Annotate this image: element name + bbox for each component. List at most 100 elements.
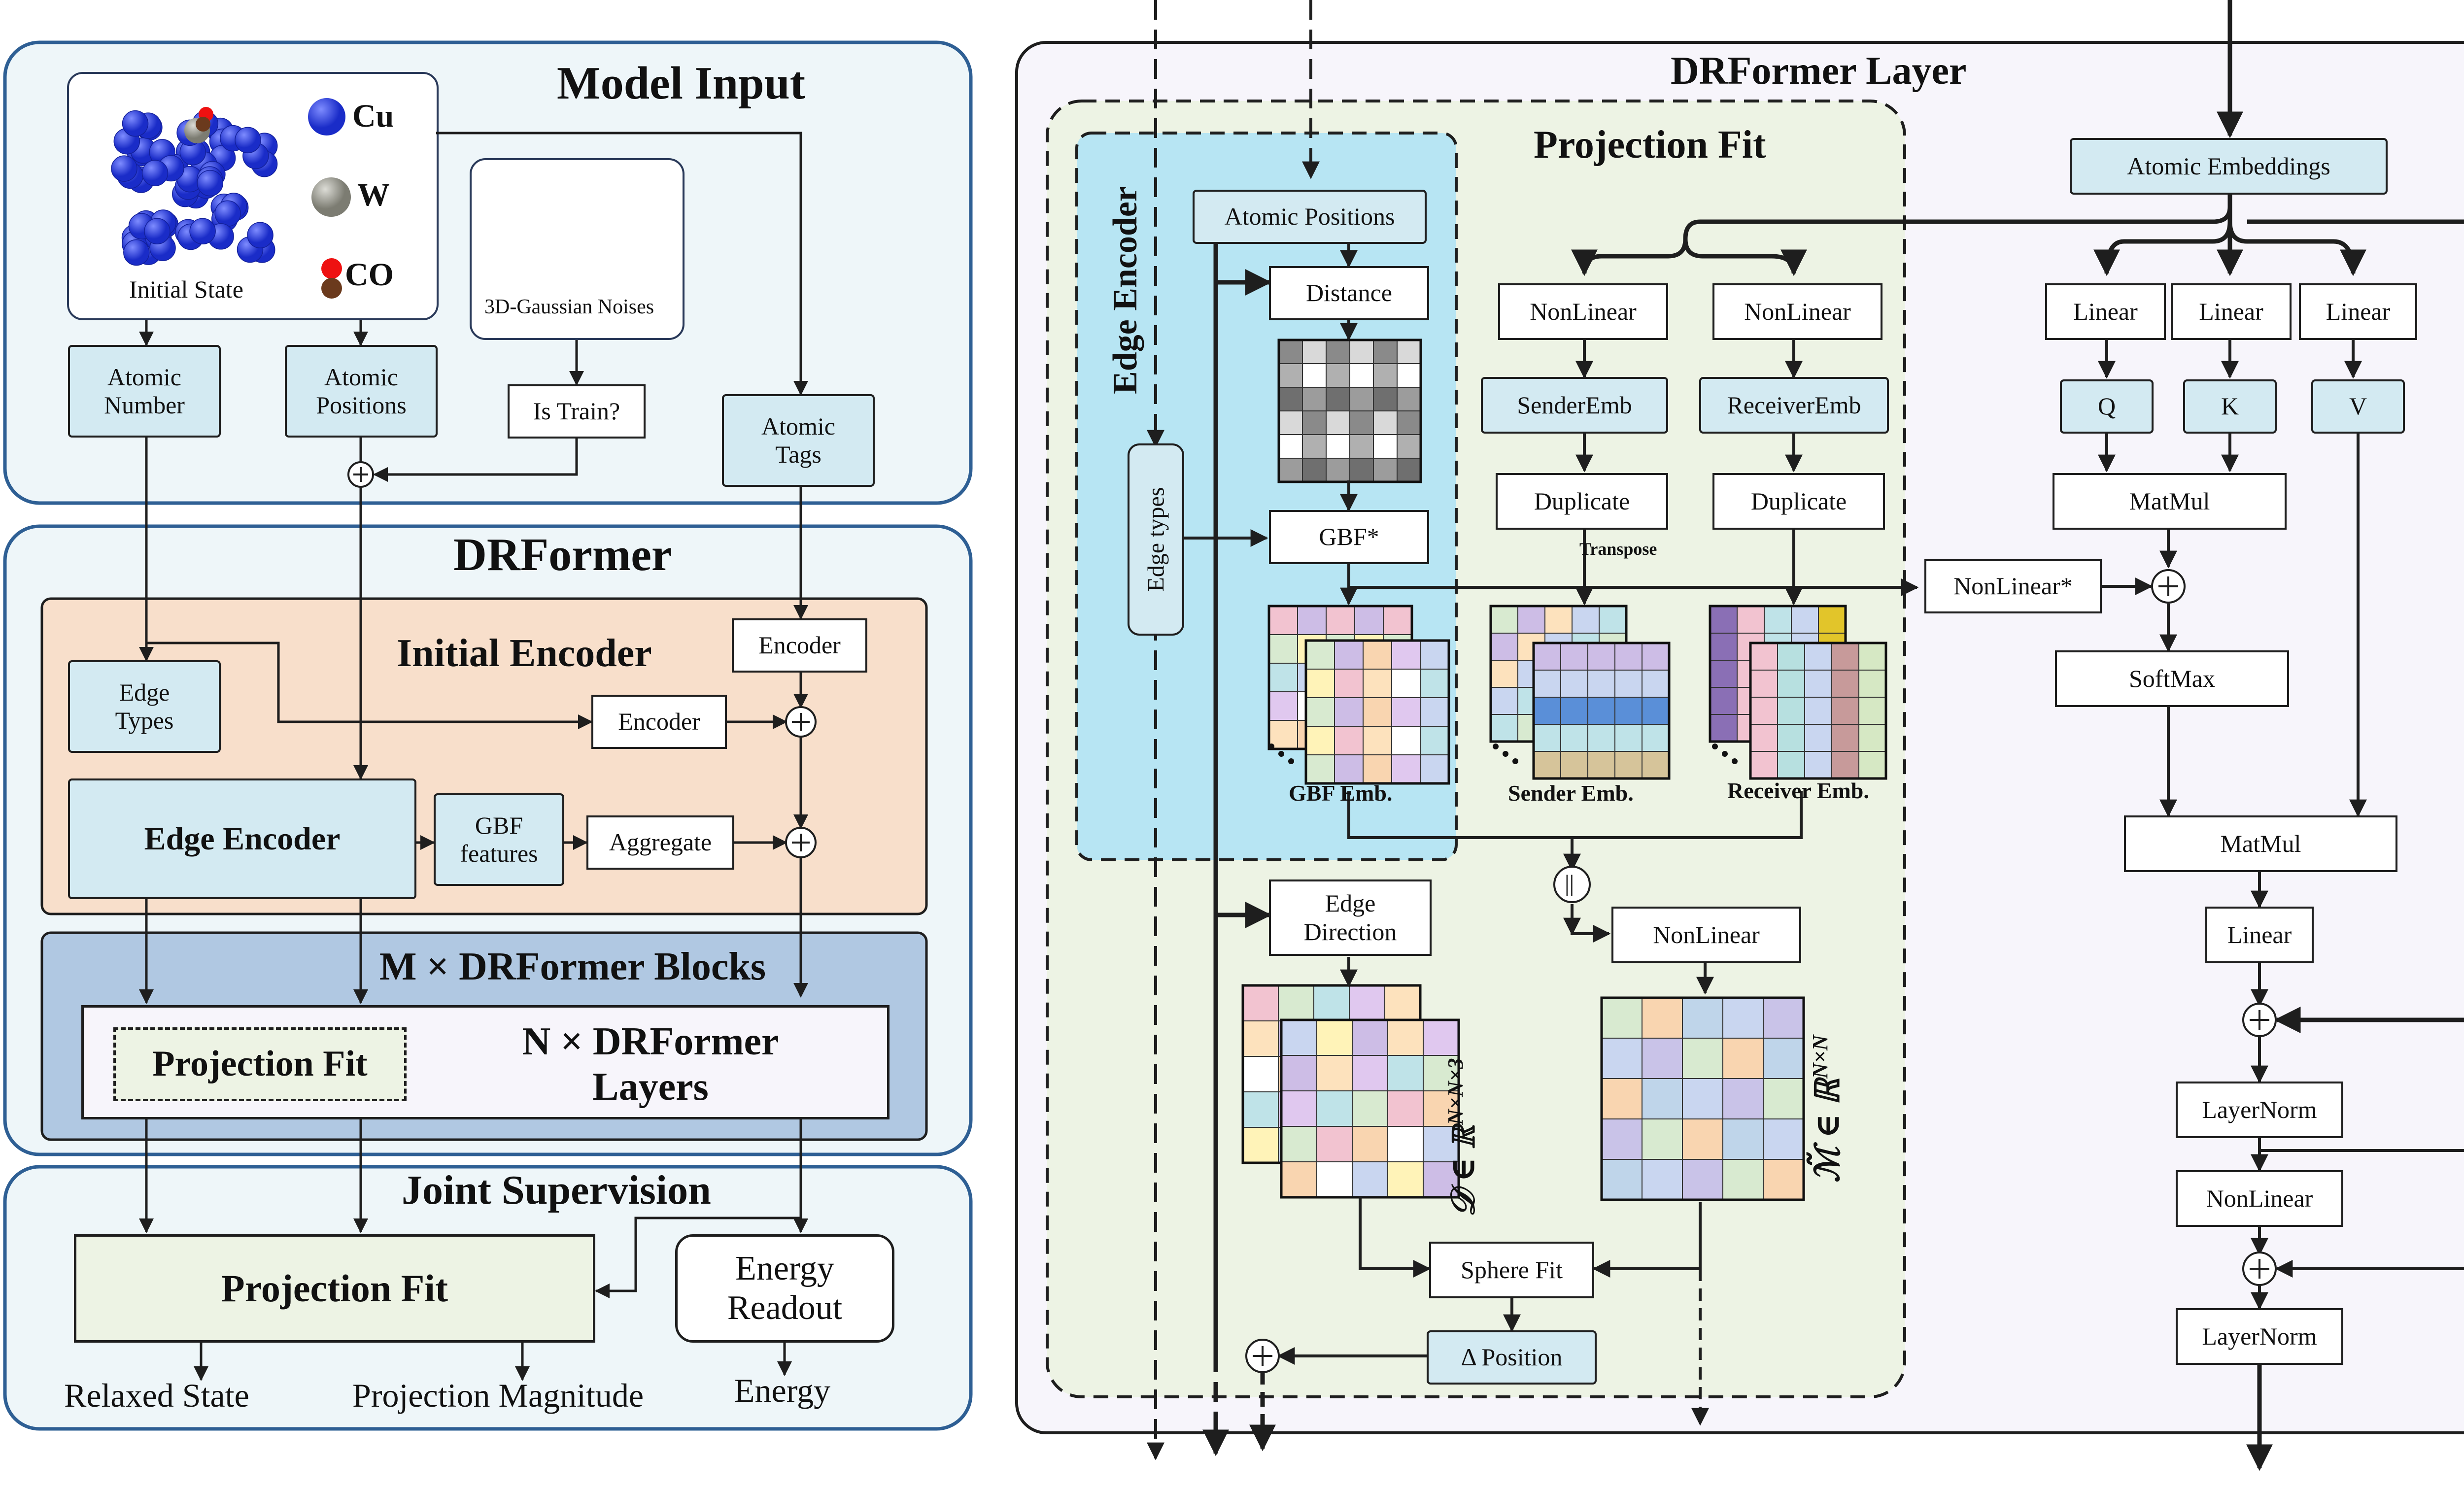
gbf-star-label: GBF* [1319, 523, 1379, 551]
drformer-layers-label: N × DRFormer Layers [522, 1020, 779, 1109]
matmul-qk-label: MatMul [2129, 487, 2210, 515]
softmax-label: SoftMax [2129, 664, 2215, 692]
projection-fit-label: Projection Fit [221, 1267, 448, 1310]
initial-encoder-title: Initial Encoder [397, 632, 652, 675]
edge-types-box: Edge Types [68, 660, 221, 753]
receiver-emb-label: Receiver Emb. [1727, 778, 1869, 803]
atomic-positions-box: Atomic Positions [285, 345, 438, 438]
energy-readout-label: Energy Readout [727, 1249, 843, 1327]
plus-signs [353, 467, 2269, 1366]
q-label: Q [2097, 392, 2116, 420]
distance-label: Distance [1306, 279, 1392, 307]
initial-state-label: Initial State [129, 275, 243, 303]
delta-position-box: Δ Position [1427, 1330, 1597, 1385]
edge-direction-box: Edge Direction [1269, 879, 1432, 956]
projection-magnitude-label: Projection Magnitude [352, 1377, 644, 1414]
k-label: K [2221, 392, 2239, 420]
matmul-v-box: MatMul [2124, 815, 2397, 872]
atomic-positions-layer-label: Atomic Positions [1224, 203, 1395, 231]
nonlinear-mid-label: NonLinear [1653, 920, 1760, 948]
atomic-number-box: Atomic Number [68, 345, 221, 438]
gbf-features-label: GBF features [460, 811, 538, 868]
edge-types-label: Edge Types [115, 678, 174, 735]
gbf-emb-label: GBF Emb. [1289, 780, 1393, 806]
nonlinear-star-box: NonLinear* [1924, 559, 2102, 613]
nonlinear-receiver-label: NonLinear [1744, 297, 1851, 325]
encoder-top-box: Encoder [732, 618, 867, 673]
concat-icon [1553, 866, 1591, 903]
sender-emb-box: SenderEmb [1481, 377, 1668, 434]
edge-encoder-panel-title: Edge Encoder [1106, 186, 1144, 394]
sender-emb-text: SenderEmb [1517, 391, 1632, 419]
projection-fit-panel-title: Projection Fit [1534, 123, 1766, 167]
concat-label: || [1565, 871, 1574, 897]
nonlinear-receiver-box: NonLinear [1712, 283, 1882, 340]
heatmap-grid-icon [1241, 338, 1887, 1201]
edge-types-vertical-label: Edge types [1142, 487, 1169, 592]
linear-out-label: Linear [2227, 920, 2292, 948]
softmax-box: SoftMax [2055, 650, 2289, 707]
drformer-title: DRFormer [453, 529, 672, 580]
d-tensor-label: 𝒟 ∈ ℝN×N×3 [1443, 1058, 1482, 1217]
noise-box [470, 158, 684, 340]
edge-encoder-label: Edge Encoder [144, 820, 341, 857]
duplicate-receiver-label: Duplicate [1750, 487, 1847, 515]
drformer-layers-label-wrap: N × DRFormer Layers [493, 1015, 808, 1114]
linear-out-box: Linear [2205, 907, 2314, 963]
nonlinear-mid-box: NonLinear [1611, 907, 1801, 963]
v-box: V [2311, 379, 2405, 434]
nonlinear-sender-box: NonLinear [1498, 283, 1668, 340]
connectors [139, 132, 808, 1381]
is-train-box: Is Train? [508, 384, 646, 439]
layer-connectors [1147, 0, 2464, 1471]
aggregate-label: Aggregate [609, 828, 712, 856]
energy-readout-box: Energy Readout [675, 1234, 894, 1343]
nonlinear-ffn-label: NonLinear [2206, 1184, 2313, 1212]
sphere-fit-box: Sphere Fit [1429, 1242, 1594, 1298]
linear-v-label: Linear [2326, 297, 2391, 325]
model-input-title: Model Input [557, 58, 806, 109]
projection-fit-inner-label: Projection Fit [152, 1044, 368, 1084]
receiver-emb-box: ReceiverEmb [1699, 377, 1889, 434]
atomic-tags-box: Atomic Tags [722, 394, 875, 487]
duplicate-sender-label: Duplicate [1534, 487, 1630, 515]
v-label: V [2349, 392, 2367, 420]
encoder-top-label: Encoder [758, 631, 841, 659]
encoder-mid-label: Encoder [618, 708, 700, 736]
distance-box: Distance [1269, 266, 1429, 320]
k-box: K [2183, 379, 2277, 434]
atom-cluster-icon [111, 98, 351, 299]
noise-label: 3D-Gaussian Noises [484, 296, 654, 318]
edge-types-vertical-box: Edge types [1128, 443, 1184, 636]
linear-k-box: Linear [2171, 283, 2292, 340]
is-train-label: Is Train? [533, 397, 620, 425]
encoder-mid-box: Encoder [591, 695, 727, 749]
m-tensor-label: ℳ̃ ∈ ℝN×N [1808, 1035, 1847, 1183]
layernorm-2-label: LayerNorm [2202, 1322, 2317, 1350]
nonlinear-star-label: NonLinear* [1953, 572, 2073, 600]
atomic-embeddings-label: Atomic Embeddings [2127, 152, 2330, 180]
projection-fit-box: Projection Fit [74, 1234, 595, 1343]
linear-k-label: Linear [2199, 297, 2263, 325]
transpose-label: Transpose [1579, 539, 1657, 559]
duplicate-receiver-box: Duplicate [1712, 473, 1885, 530]
nonlinear-ffn-box: NonLinear [2176, 1170, 2343, 1227]
legend-cu: Cu [352, 98, 394, 134]
atomic-tags-label: Atomic Tags [761, 412, 835, 469]
gbf-star-box: GBF* [1269, 510, 1429, 564]
relaxed-state-label: Relaxed State [64, 1377, 249, 1414]
legend-co: CO [345, 257, 394, 293]
joint-supervision-title: Joint Supervision [402, 1167, 711, 1213]
q-box: Q [2060, 379, 2154, 434]
blocks-title: M × DRFormer Blocks [379, 945, 766, 988]
energy-label: Energy [734, 1372, 831, 1409]
layernorm-2-box: LayerNorm [2176, 1308, 2343, 1365]
legend-w: W [357, 177, 390, 213]
linear-v-box: Linear [2299, 283, 2417, 340]
matmul-v-label: MatMul [2220, 829, 2301, 857]
atomic-number-label: Atomic Number [104, 363, 185, 419]
nonlinear-sender-label: NonLinear [1530, 297, 1637, 325]
linear-q-label: Linear [2073, 297, 2138, 325]
layernorm-1-label: LayerNorm [2202, 1095, 2317, 1123]
edge-encoder-box: Edge Encoder [68, 778, 416, 899]
